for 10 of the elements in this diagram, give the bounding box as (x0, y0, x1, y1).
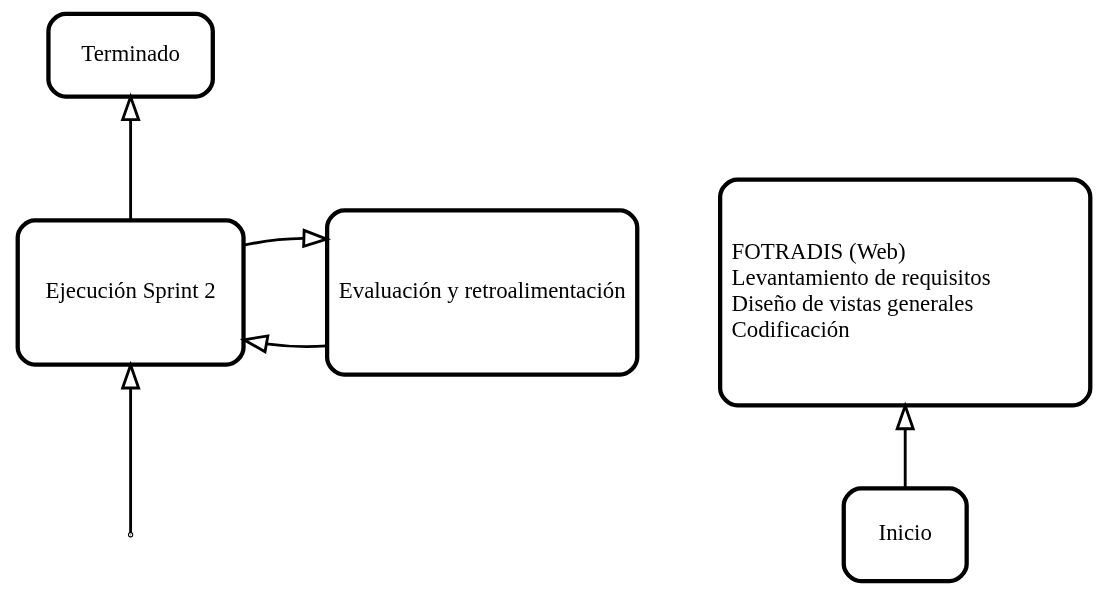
arrow (895, 401, 916, 489)
node-box: Inicio (841, 486, 969, 584)
node-box: Terminado (46, 11, 215, 99)
arrow (243, 228, 332, 249)
node-box: FOTRADIS (Web) Levantamiento de requisitos Diseño de vistas generales Codificación (718, 177, 1093, 408)
node-box: Evaluación y retroalimentación (324, 208, 640, 377)
arrow (120, 92, 141, 221)
arrow (120, 360, 141, 534)
node-box: Ejecución Sprint 2 (15, 218, 246, 367)
arrow (239, 334, 327, 354)
